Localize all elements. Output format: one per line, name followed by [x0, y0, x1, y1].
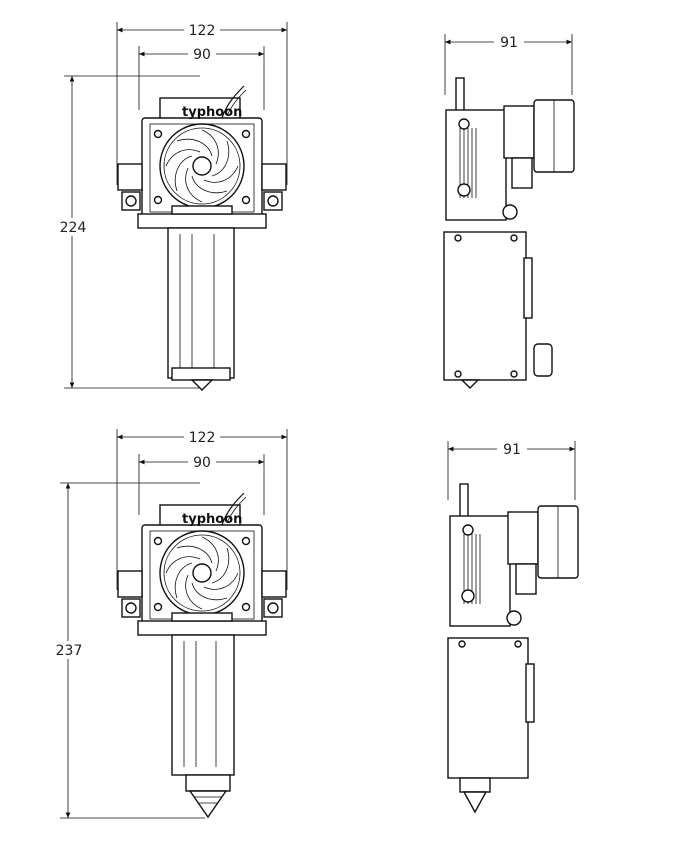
bottom-side-view: [447, 441, 579, 814]
top-side-view: [443, 34, 575, 389]
bottom-front-height: 237: [56, 643, 83, 659]
logo-text-bottom: typhoon: [182, 512, 242, 527]
bottom-front-width-outer: 122: [189, 430, 216, 446]
top-front-width-inner: 90: [193, 47, 211, 63]
top-front-width-outer: 122: [189, 23, 216, 39]
top-front-height: 224: [60, 220, 87, 236]
logo-text-top: typhoon: [182, 105, 242, 120]
top-side-depth: 91: [500, 35, 518, 51]
bottom-front-view: [54, 429, 288, 819]
top-front-view: [58, 22, 288, 391]
bottom-front-width-inner: 90: [193, 455, 211, 471]
bottom-side-depth: 91: [503, 442, 521, 458]
